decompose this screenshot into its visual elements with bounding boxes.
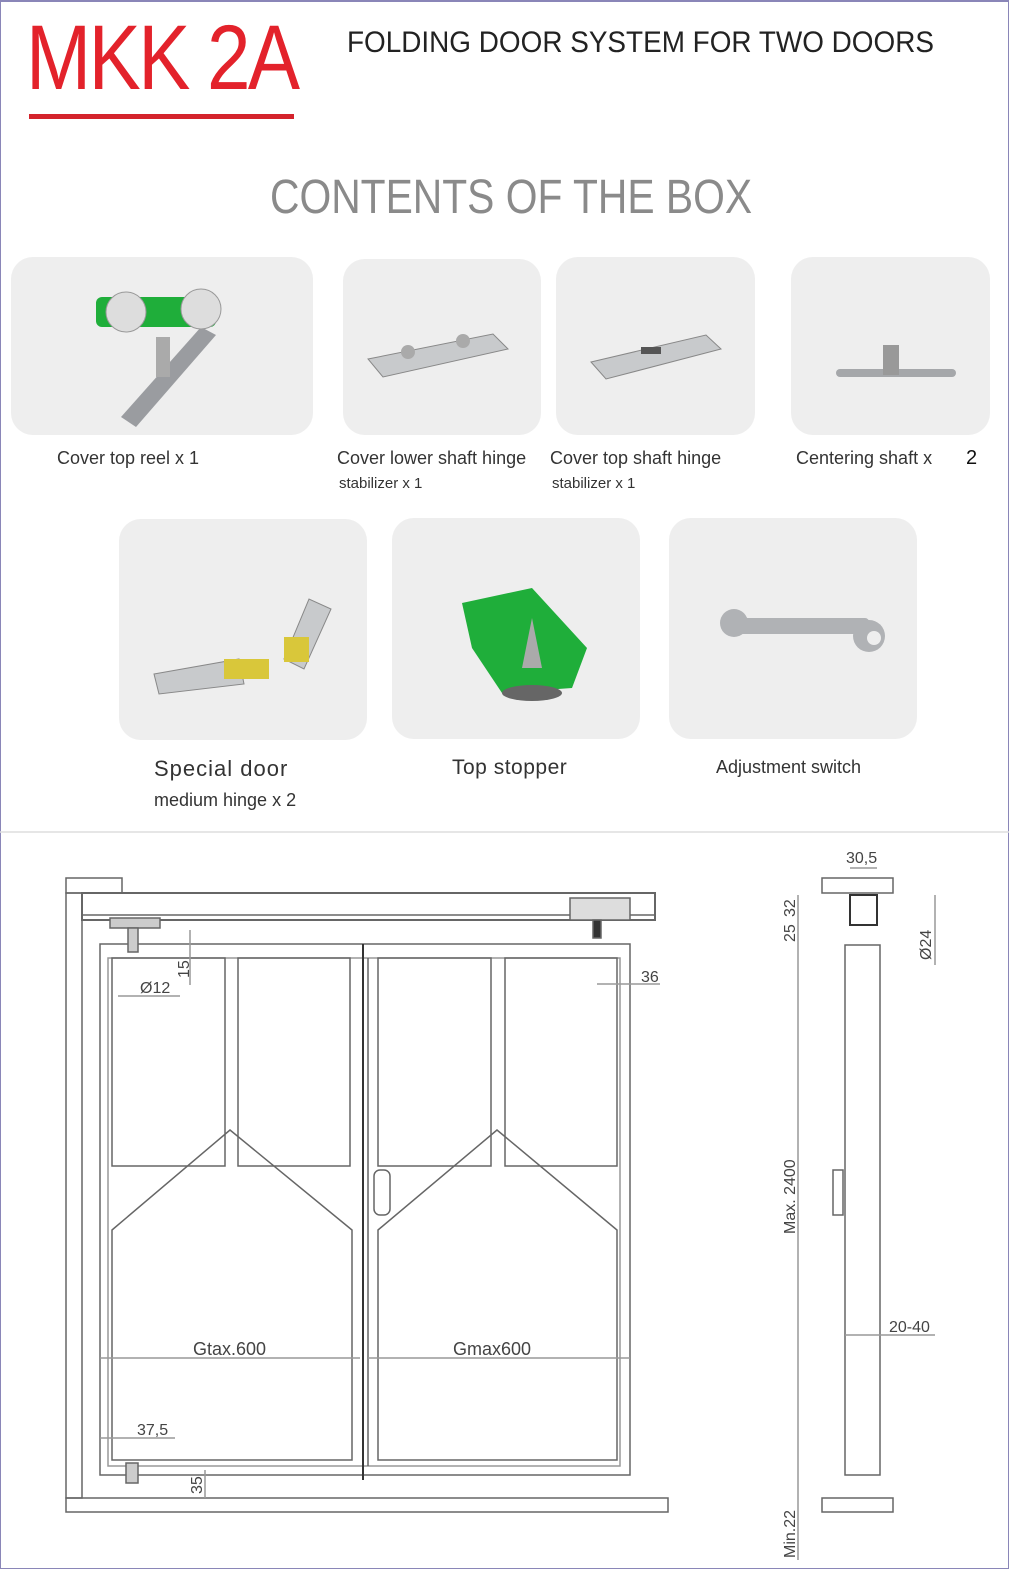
item-label: Centering shaft x <box>796 448 933 468</box>
top-reel-image <box>96 288 222 427</box>
item-qty: 2 <box>966 447 978 469</box>
item-card-centering-shaft <box>791 257 990 435</box>
item-sublabel: stabilizer x 1 <box>339 475 423 492</box>
dim-15: 15 <box>176 960 193 978</box>
dim-d12: Ø12 <box>140 980 170 997</box>
brand-title: MKK 2A <box>26 7 300 109</box>
item-card-lower-hinge <box>343 259 541 435</box>
dim-36: 36 <box>641 969 659 986</box>
top-stopper-image <box>462 588 587 701</box>
item-card-top-hinge <box>556 257 755 435</box>
page-border <box>0 0 1009 1569</box>
item-label: Adjustment switch <box>716 757 862 777</box>
item-sublabel: stabilizer x 1 <box>552 475 636 492</box>
dim-30-5: 30,5 <box>846 850 877 867</box>
item-label: Cover lower shaft hinge <box>337 448 527 468</box>
lower-hinge-image <box>367 333 509 378</box>
item-card-door-hinge <box>119 519 367 740</box>
dim-min: Min.22 <box>782 1510 799 1558</box>
dim-d24: Ø24 <box>918 930 935 960</box>
dim-37-5: 37,5 <box>137 1422 168 1439</box>
front-view <box>65 877 669 1513</box>
item-card-top-reel <box>11 257 313 435</box>
wrench-image <box>720 609 885 652</box>
subtitle: FOLDING DOOR SYSTEM FOR TWO DOORS <box>347 26 934 59</box>
dim-width-left: Gtax.600 <box>193 1339 266 1359</box>
item-card-adjustment-switch <box>669 518 917 739</box>
centering-shaft-image <box>836 345 956 377</box>
dim-35: 35 <box>189 1476 206 1494</box>
dim-thickness: 20-40 <box>889 1319 930 1336</box>
item-label: Cover top shaft hinge <box>550 448 722 468</box>
door-hinge-image <box>153 598 332 695</box>
top-hinge-image <box>590 334 723 380</box>
item-label: Cover top reel x 1 <box>57 448 200 468</box>
dim-32: 32 <box>782 899 799 917</box>
item-label: Top stopper <box>452 756 568 779</box>
item-sublabel: medium hinge x 2 <box>154 790 297 810</box>
dim-25: 25 <box>782 924 799 942</box>
item-label: Special door <box>154 756 289 781</box>
brand-underline <box>29 114 294 119</box>
dim-width-right: Gmax600 <box>453 1339 531 1359</box>
item-card-top-stopper <box>392 518 640 739</box>
side-view <box>797 867 936 1560</box>
dim-max-height: Max. 2400 <box>782 1159 799 1234</box>
section-title: CONTENTS OF THE BOX <box>270 171 753 224</box>
